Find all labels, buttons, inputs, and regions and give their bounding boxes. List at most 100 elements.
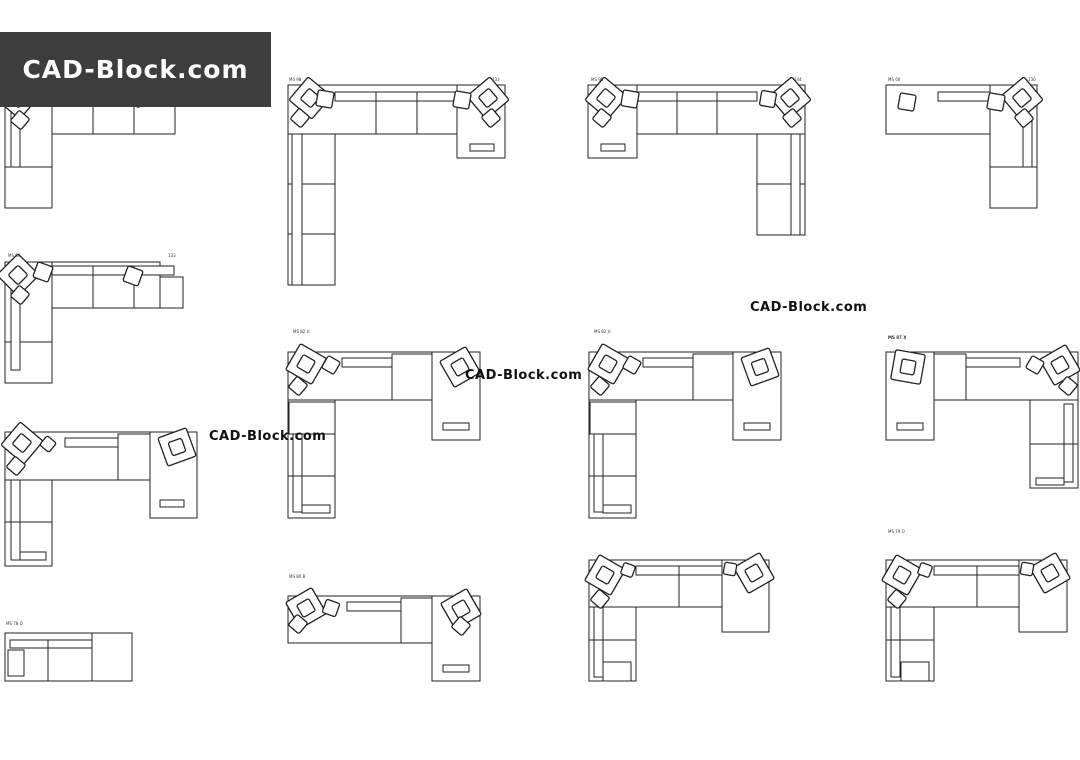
cushion [1025,355,1045,375]
sofa-section [933,353,967,401]
sofa-section [589,401,637,435]
side-table [469,143,495,152]
sofa-section [391,353,433,401]
cushion [917,562,933,578]
backrest [593,606,604,678]
armchair-seat [1012,88,1032,108]
dimension-label: 144 [794,77,802,82]
armchair-seat [167,437,187,457]
backrest [890,606,901,678]
cushion [39,435,57,453]
cushion [122,265,144,287]
cushion [290,108,310,128]
cushion [7,649,25,677]
armchair-seat [595,565,615,585]
side-table [442,422,470,431]
armchair-seat [8,265,28,285]
backrest [593,433,604,513]
block-label: MS 98 [289,77,302,82]
cushion [1019,561,1035,577]
armchair-seat [1040,563,1060,583]
armchair-seat [899,358,917,376]
block-label: MS 82 U [293,329,310,334]
backrest [10,479,21,561]
backrest [602,504,632,514]
side-table [600,143,626,152]
cushion [782,108,802,128]
backrest [636,91,758,102]
backrest [1063,403,1074,483]
backrest [291,133,303,286]
sofa-section [692,353,734,401]
cushion [321,598,341,618]
armchair-seat [598,354,618,374]
sofa-section [159,276,184,309]
backrest [1035,477,1065,486]
backrest [334,91,458,102]
watermark-text: CAD-Block.com [750,300,867,315]
armchair-seat [296,354,316,374]
sofa-section [288,401,336,435]
cushion [590,376,610,396]
armchair-seat [1050,355,1070,375]
block-label: MS 82 U [594,329,611,334]
dimension-label: 133 [492,77,500,82]
cushion [592,108,612,128]
armchair-seat [478,88,498,108]
armchair-seat [780,88,800,108]
sofa-section [91,632,133,682]
cushion [986,92,1006,112]
sofa-section [400,597,433,644]
backrest [790,133,801,236]
cushion [6,456,26,476]
block-label: MS 98 [591,77,604,82]
backrest [965,357,1021,368]
cushion [897,92,917,112]
backrest [642,357,694,368]
dimension-label: 133 [168,253,176,258]
cushion [481,108,501,128]
backrest [937,91,991,102]
side-table [159,499,185,508]
cushion [288,614,308,634]
backrest [301,504,331,514]
cushion [620,89,640,109]
cushion [758,89,778,109]
cushion [32,261,54,283]
dimension-label: 130 [1028,77,1036,82]
side-table [602,661,632,682]
cushion [321,355,341,375]
side-table [896,422,924,431]
cushion [315,89,335,109]
backrest [9,639,93,649]
block-label: MS 60 [8,253,21,258]
armchair-seat [296,598,316,618]
block-label: MS 60 [888,77,901,82]
cushion [10,110,30,130]
backrest [292,433,303,513]
armchair-seat [300,88,320,108]
watermark-text: CAD-Block.com [209,429,326,444]
side-table [900,661,930,682]
cad-block-logo: CAD-Block.com [0,32,271,107]
side-table [442,664,470,673]
armchair-seat [450,357,470,377]
side-table [743,422,771,431]
cushion [452,90,472,110]
armchair-seat [750,357,770,377]
cushion [590,589,610,609]
backrest [341,357,393,368]
cushion [1014,108,1034,128]
cushion [10,285,30,305]
cushion [1058,376,1078,396]
block-label: MS 79 O [888,529,905,534]
watermark-text: CAD-Block.com [465,368,582,383]
cushion [722,561,738,577]
cushion [622,355,642,375]
armchair-seat [744,563,764,583]
armchair-seat [12,433,32,453]
cushion [620,562,636,578]
sofa-section [117,433,151,481]
backrest [19,551,47,561]
